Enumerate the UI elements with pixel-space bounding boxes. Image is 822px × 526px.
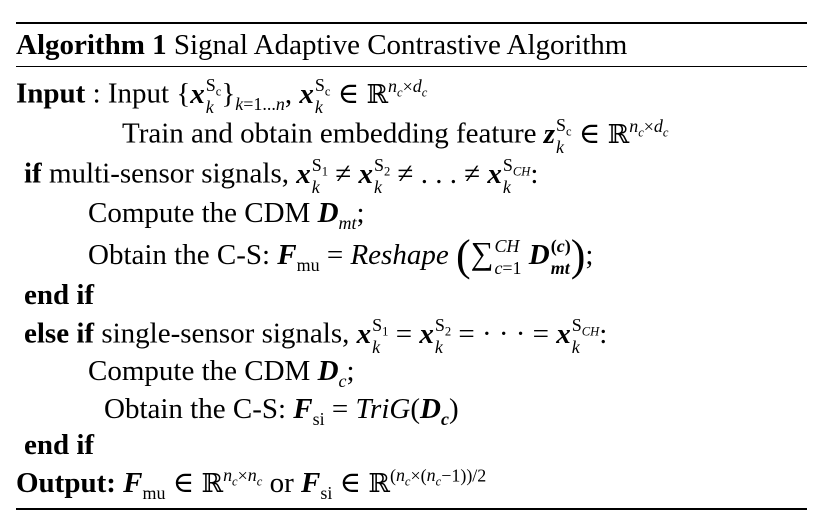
else-if-keyword: else if <box>24 317 95 350</box>
dc-formula: Dc; <box>317 355 355 391</box>
dmt-formula: Dmt; <box>317 197 365 233</box>
top-rule <box>16 22 807 24</box>
bottom-rule <box>16 508 807 510</box>
multi-text: multi-sensor signals, <box>48 157 290 190</box>
input-keyword: Input <box>16 77 86 110</box>
output-formula-1: Fmu ∈ ℝnc×nc <box>123 465 263 503</box>
fsi-formula: Fsi = TriG(Dc) <box>293 393 459 429</box>
obtain-text: Obtain the C-S: <box>88 239 271 271</box>
end-if-line-1: end if <box>24 278 94 314</box>
if-keyword: if <box>24 157 42 190</box>
train-text: Train and obtain embedding feature <box>122 117 537 150</box>
end-if-line-2: end if <box>24 428 94 464</box>
obtain-text-2: Obtain the C-S: <box>104 393 287 425</box>
algorithm-label: Algorithm 1 <box>16 29 167 61</box>
end-if-keyword: end if <box>24 279 95 311</box>
single-text: single-sensor signals, <box>101 317 350 350</box>
algorithm-name: Signal Adaptive Contrastive Algorithm <box>173 29 628 61</box>
output-keyword: Output: <box>16 467 116 499</box>
compute-dc-line: Compute the CDM Dc; <box>88 354 355 390</box>
output-line: Output: Fmu ∈ ℝnc×nc or Fsi ∈ ℝ(nc×(nc−1… <box>16 466 486 502</box>
input-colon: : <box>92 77 101 110</box>
or-text: or <box>269 467 294 499</box>
output-formula-2: Fsi ∈ ℝ(nc×(nc−1))/2 <box>301 465 487 503</box>
compute-text: Compute the CDM <box>88 197 311 229</box>
input-text: Input <box>107 77 170 110</box>
compute-dmt-line: Compute the CDM Dmt; <box>88 196 365 232</box>
obtain-fsi-line: Obtain the C-S: Fsi = TriG(Dc) <box>104 392 459 428</box>
end-if-keyword-2: end if <box>24 429 95 461</box>
compute-text-2: Compute the CDM <box>88 355 311 387</box>
title-rule <box>16 66 807 67</box>
algorithm-title: Algorithm 1 Signal Adaptive Contrastive … <box>16 28 627 64</box>
